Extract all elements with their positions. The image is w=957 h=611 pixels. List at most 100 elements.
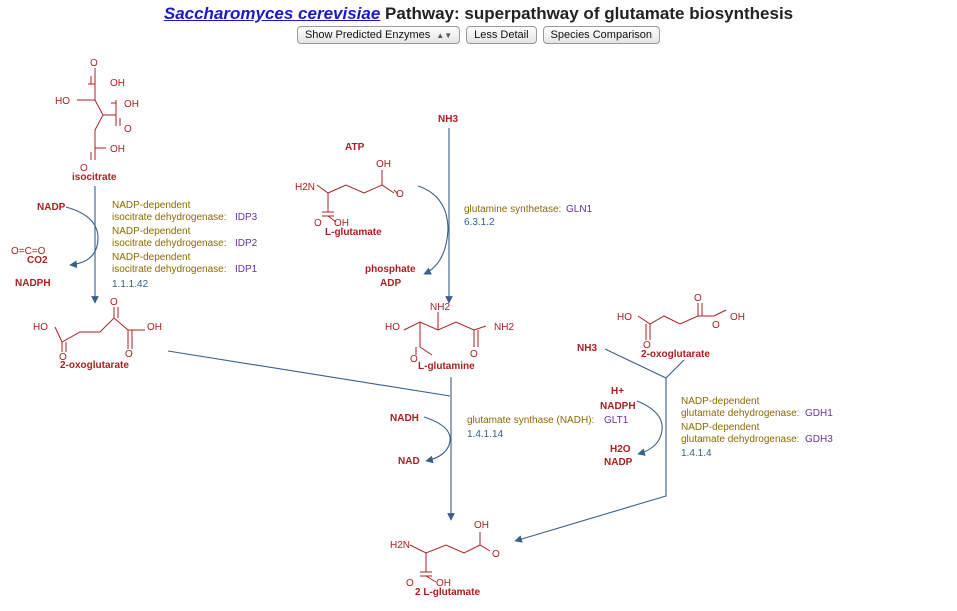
enzyme-gdh-2-line2: glutamate dehydrogenase: <box>681 434 799 445</box>
compound-nad[interactable]: NAD <box>398 456 420 467</box>
isocitrate-structure: O OH HO OH O OH O <box>55 58 139 174</box>
ec-gogat[interactable]: 1.4.1.14 <box>467 429 504 440</box>
oxoglutarate-right-o-3: O <box>712 320 720 331</box>
compound-adp[interactable]: ADP <box>380 278 401 289</box>
organism-link[interactable]: Saccharomyces cerevisiae <box>163 4 381 23</box>
compound-nh3-top[interactable]: NH3 <box>438 114 458 125</box>
enzyme-list-idh: NADP-dependent isocitrate dehydrogenase:… <box>112 200 258 290</box>
two-l-glutamate-o-1: O <box>492 549 500 560</box>
compound-oxoglutarate-right[interactable]: 2-oxoglutarate <box>641 349 710 360</box>
enzyme-idh-2-line1: NADP-dependent <box>112 226 191 237</box>
oxoglutarate-right-o-2: O <box>643 340 651 351</box>
compound-h-plus[interactable]: H+ <box>611 386 624 397</box>
enzyme-idh-3-line2: isocitrate dehydrogenase: <box>112 264 227 275</box>
l-glutamine-nh2: NH2 <box>430 302 450 313</box>
ec-gs[interactable]: 6.3.1.2 <box>464 217 495 228</box>
enzyme-idh-1-line1: NADP-dependent <box>112 200 191 211</box>
two-l-glutamate-oh-2: OH <box>436 578 451 589</box>
l-glutamine-o-1: O <box>410 354 418 365</box>
gene-gdh1[interactable]: GDH1 <box>805 408 833 419</box>
l-glutamine-structure: NH2 HO NH2 O O <box>385 302 514 365</box>
compound-oxoglutarate-left[interactable]: 2-oxoglutarate <box>60 360 129 371</box>
gene-glt1[interactable]: GLT1 <box>604 415 629 426</box>
updown-chevron-icon: ▲▼ <box>436 30 453 40</box>
l-glutamate-o-2: O <box>314 218 322 229</box>
compound-nadph-left[interactable]: NADPH <box>15 278 51 289</box>
pathway-title: Pathway: superpathway of glutamate biosy… <box>385 4 794 23</box>
compound-two-l-glutamate[interactable]: 2 L-glutamate <box>415 587 480 598</box>
reaction-line-gogat-oxoglutarate <box>167 350 451 397</box>
page-header: Saccharomyces cerevisiae Pathway: superp… <box>0 4 957 44</box>
oxoglutarate-left-structure: HO O OH O O <box>33 297 162 363</box>
l-glutamine-ho: HO <box>385 322 400 333</box>
enzyme-gdh-2-line1: NADP-dependent <box>681 422 760 433</box>
compound-nadh[interactable]: NADH <box>390 413 419 424</box>
pathway-controls: Show Predicted Enzymes ▲▼ Less Detail Sp… <box>0 26 957 44</box>
ec-gdh[interactable]: 1.4.1.4 <box>681 448 712 459</box>
species-comparison-button[interactable]: Species Comparison <box>542 26 661 44</box>
l-glutamate-h2n: H2N <box>295 182 315 193</box>
l-glutamate-structure: H2N OH O O OH <box>295 159 404 229</box>
oxoglutarate-left-oh: OH <box>147 322 162 333</box>
l-glutamine-o-2: O <box>470 349 478 360</box>
compound-nadp-left[interactable]: NADP <box>37 202 66 213</box>
isocitrate-ho: HO <box>55 96 70 107</box>
isocitrate-o-3: O <box>80 163 88 174</box>
gene-idp1[interactable]: IDP1 <box>235 264 258 275</box>
enzyme-list-gdh: NADP-dependent glutamate dehydrogenase: … <box>681 396 833 459</box>
two-l-glutamate-structure: H2N OH O O OH <box>390 520 500 589</box>
reaction-line-gdh-oxoglutarate <box>665 359 685 379</box>
oxoglutarate-right-ho: HO <box>617 312 632 323</box>
less-detail-button[interactable]: Less Detail <box>466 26 537 44</box>
gene-idp2[interactable]: IDP2 <box>235 238 258 249</box>
cofactor-arrow-gogat <box>423 416 451 464</box>
page-title: Saccharomyces cerevisiae Pathway: superp… <box>0 4 957 24</box>
reaction-line-gdh-nh3 <box>604 348 667 379</box>
l-glutamate-oh-2: OH <box>334 218 349 229</box>
enzyme-gogat: glutamate synthase (NADH): <box>467 415 594 426</box>
cofactor-arrow-gs <box>417 185 449 275</box>
reaction-arrow-gdh <box>514 378 667 543</box>
isocitrate-oh-1: OH <box>110 78 125 89</box>
enzyme-idh-3-line1: NADP-dependent <box>112 252 191 263</box>
enzyme-idh-1-line2: isocitrate dehydrogenase: <box>112 212 227 223</box>
oxoglutarate-left-o-3: O <box>125 349 133 360</box>
oxoglutarate-right-structure: HO O OH O O <box>617 293 745 351</box>
compound-nadph-right[interactable]: NADPH <box>600 401 636 412</box>
compound-l-glutamine[interactable]: L-glutamine <box>418 361 475 372</box>
compound-h2o[interactable]: H2O <box>610 444 631 455</box>
enzyme-gs: glutamine synthetase: <box>464 204 561 215</box>
gene-gln1[interactable]: GLN1 <box>566 204 593 215</box>
two-l-glutamate-h2n: H2N <box>390 540 410 551</box>
enzyme-gdh-1-line2: glutamate dehydrogenase: <box>681 408 799 419</box>
compound-co2[interactable]: CO2 <box>27 255 48 266</box>
isocitrate-oh-3: OH <box>110 144 125 155</box>
oxoglutarate-left-ho: HO <box>33 322 48 333</box>
oxoglutarate-right-o-1: O <box>694 293 702 304</box>
co2-structure: O=C=O <box>11 246 46 257</box>
compound-atp[interactable]: ATP <box>345 142 365 153</box>
enzyme-gdh-1-line1: NADP-dependent <box>681 396 760 407</box>
compound-l-glutamate[interactable]: L-glutamate <box>325 227 382 238</box>
cofactor-arrow-gdh <box>636 400 663 456</box>
l-glutamate-oh-1: OH <box>376 159 391 170</box>
oxoglutarate-left-o-2: O <box>59 352 67 363</box>
isocitrate-o-1: O <box>90 58 98 69</box>
compound-nadp-right[interactable]: NADP <box>604 457 633 468</box>
show-predicted-enzymes-select[interactable]: Show Predicted Enzymes ▲▼ <box>296 26 461 44</box>
ec-idh[interactable]: 1.1.1.42 <box>112 279 149 290</box>
gene-gdh3[interactable]: GDH3 <box>805 434 833 445</box>
enzyme-idh-2-line2: isocitrate dehydrogenase: <box>112 238 227 249</box>
isocitrate-o-2: O <box>124 124 132 135</box>
compound-phosphate[interactable]: phosphate <box>365 264 416 275</box>
gene-idp3[interactable]: IDP3 <box>235 212 258 223</box>
l-glutamate-o-1: O <box>396 189 404 200</box>
oxoglutarate-right-oh: OH <box>730 312 745 323</box>
two-l-glutamate-o-2: O <box>406 578 414 589</box>
oxoglutarate-left-o-1: O <box>110 297 118 308</box>
compound-isocitrate[interactable]: isocitrate <box>72 172 117 183</box>
cofactor-arrow-idh <box>65 206 99 269</box>
compound-nh3-right[interactable]: NH3 <box>577 343 597 354</box>
isocitrate-oh-2: OH <box>124 99 139 110</box>
